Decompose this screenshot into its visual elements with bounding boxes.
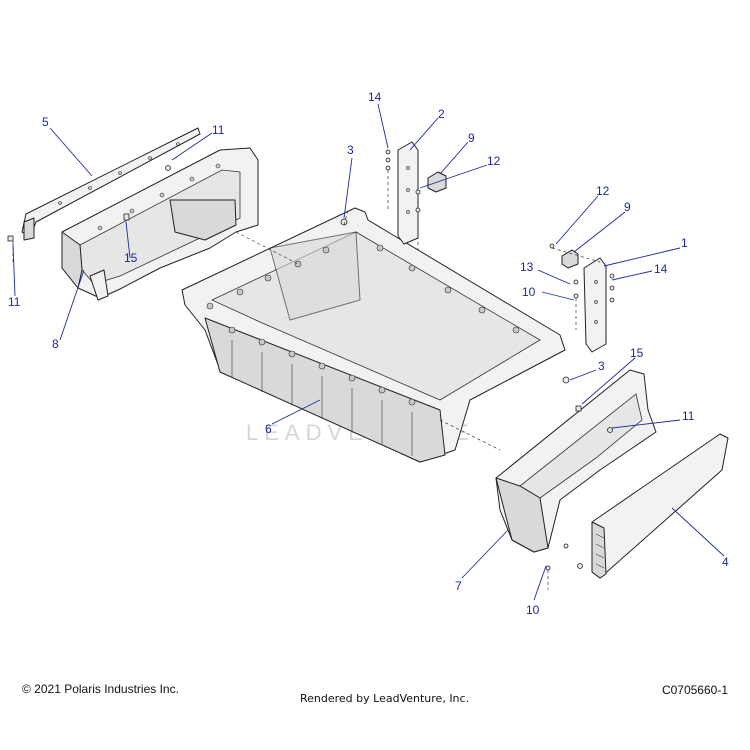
callout-11c: 11: [682, 409, 695, 423]
callout-9b: 9: [624, 200, 631, 214]
callout-12a: 12: [487, 154, 501, 168]
drawing-number: C0705660-1: [661, 683, 728, 697]
part-1-bracket: [583, 257, 607, 353]
part-5-rail: [21, 127, 201, 241]
part-4-tailgate: [591, 433, 729, 579]
callout-13: 13: [520, 260, 534, 274]
callout-1: 1: [681, 236, 688, 250]
part-7-rear-panel: [495, 369, 657, 553]
rendered-by-credit: Rendered by LeadVenture, Inc.: [300, 692, 470, 705]
callout-7: 7: [455, 579, 462, 593]
callout-11a: 11: [212, 123, 225, 137]
part-9-bumper-lower: [561, 249, 579, 269]
callout-10b: 10: [526, 603, 540, 617]
callout-4: 4: [722, 555, 729, 569]
callout-11b: 11: [8, 295, 21, 309]
callouts: 5 11 11 15 8 3 14 2 9 12 12 9 1 13 14 10…: [8, 90, 729, 617]
copyright-notice: © 2021 Polaris Industries Inc.: [22, 682, 179, 696]
callout-8: 8: [52, 337, 59, 351]
callout-10a: 10: [522, 285, 536, 299]
callout-14b: 14: [654, 262, 668, 276]
part-6-cargo-box: [181, 207, 566, 463]
callout-15a: 15: [124, 251, 138, 265]
callout-6: 6: [265, 422, 272, 436]
callout-9a: 9: [468, 131, 475, 145]
assembly-lines: [12, 170, 601, 590]
callout-3a: 3: [347, 143, 354, 157]
callout-12b: 12: [596, 184, 610, 198]
callout-3b: 3: [598, 359, 605, 373]
leader-lines: [12, 103, 725, 601]
callout-2: 2: [438, 107, 445, 121]
part-2-bracket: [397, 141, 419, 245]
callout-15b: 15: [630, 346, 644, 360]
part-8-side-panel: [61, 147, 259, 301]
callout-5a: 5: [42, 115, 49, 129]
callout-14a: 14: [368, 90, 382, 104]
